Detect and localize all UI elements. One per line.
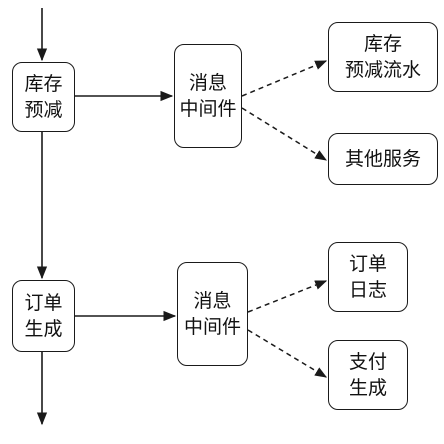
node-payment-create: 支付 生成 <box>328 340 408 410</box>
node-inventory-deduct-line-1: 库存 <box>24 73 63 95</box>
node-payment-create-line-1: 支付 <box>348 351 387 373</box>
node-order-create: 订单 生成 <box>12 280 75 352</box>
node-inventory-deduct-line-2: 预减 <box>24 99 63 121</box>
node-order-create-line-2: 生成 <box>24 318 63 340</box>
node-message-queue-top-line-1: 消息 <box>188 72 227 94</box>
arrow-mq-to-inventory-log <box>241 60 328 97</box>
node-message-queue-top: 消息 中间件 <box>174 44 242 148</box>
node-payment-create-line-2: 生成 <box>348 377 387 399</box>
arrow-mq-to-payment <box>247 329 328 378</box>
arrow-mq-to-order-log <box>247 280 328 313</box>
node-message-queue-bottom-line-2: 中间件 <box>183 316 241 338</box>
arrow-mq-to-other-services <box>241 107 328 161</box>
node-order-create-line-1: 订单 <box>24 292 63 314</box>
node-other-services: 其他服务 <box>328 133 438 185</box>
node-inventory-log: 库存 预减流水 <box>328 22 438 92</box>
node-other-services-label: 其他服务 <box>344 148 421 170</box>
node-order-log: 订单 日志 <box>328 242 408 312</box>
node-message-queue-top-line-2: 中间件 <box>179 98 237 120</box>
node-order-log-line-1: 订单 <box>348 253 387 275</box>
node-inventory-log-line-2: 预减流水 <box>344 59 421 81</box>
node-inventory-log-line-1: 库存 <box>363 33 402 55</box>
node-order-log-line-2: 日志 <box>348 279 387 301</box>
node-message-queue-bottom: 消息 中间件 <box>177 262 248 366</box>
node-message-queue-bottom-line-1: 消息 <box>193 290 232 312</box>
node-inventory-deduct: 库存 预减 <box>12 62 75 132</box>
